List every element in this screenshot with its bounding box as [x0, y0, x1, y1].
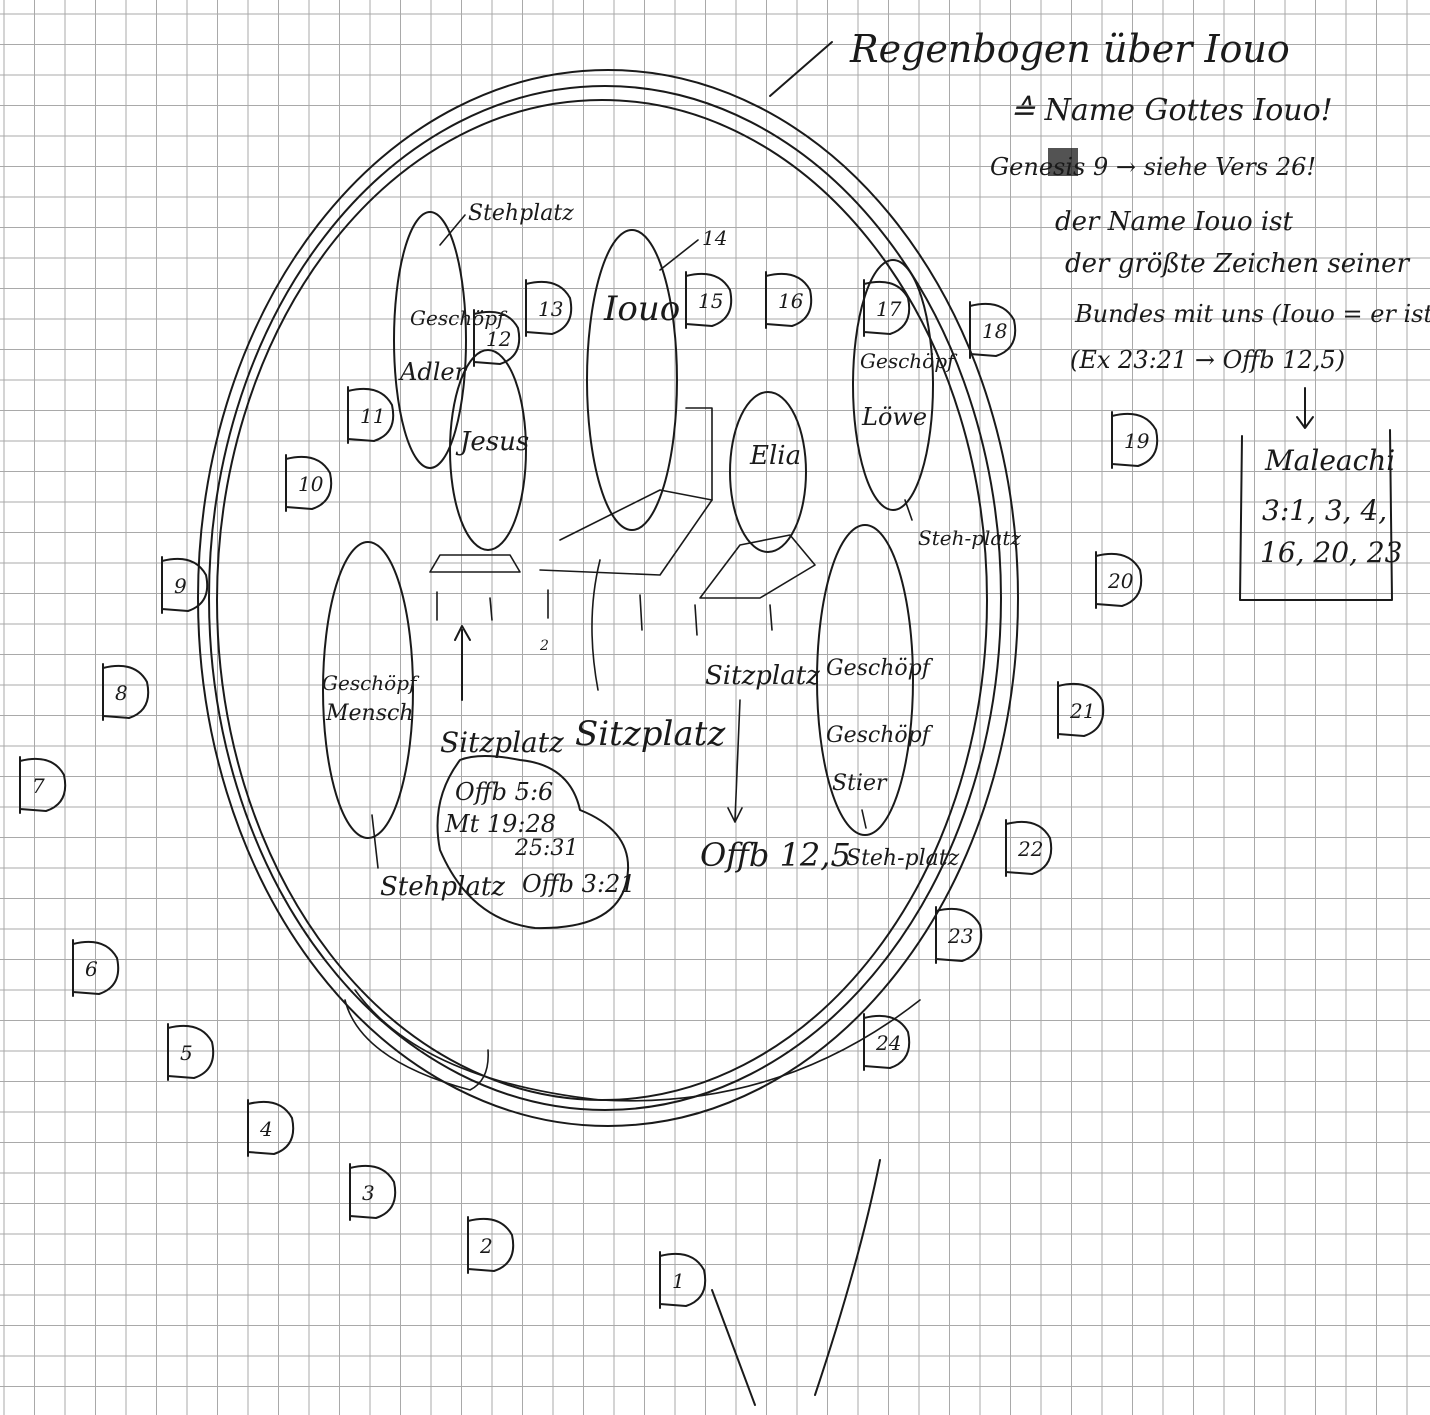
note-exodus-ref: (Ex 23:21 → Offb 12,5)	[1070, 346, 1345, 374]
adler-stehplatz: Stehplatz	[468, 201, 574, 226]
adler-creature-oval	[394, 212, 466, 468]
seat-7: 7	[20, 757, 65, 813]
seat-23: 23	[936, 907, 981, 963]
scribble-mark	[1048, 148, 1078, 176]
mensch-stehplatz-pointer	[372, 815, 378, 868]
tick-label-2: 2	[539, 638, 549, 654]
seat-number-2: 2	[479, 1234, 493, 1258]
seat-5: 5	[168, 1024, 213, 1080]
seat-number-4: 4	[259, 1117, 273, 1141]
bottom-stroke-left	[712, 1290, 755, 1405]
seat-21: 21	[1058, 682, 1103, 738]
sitzplatz-center-pointer	[592, 560, 600, 690]
seat-number-15: 15	[698, 289, 723, 313]
loewe-label: Löwe	[861, 403, 927, 431]
note-name-is: der Name Iouo ist	[1055, 207, 1294, 237]
bubble-offb-3-21: Offb 3:21	[522, 870, 636, 898]
seat-number-24: 24	[875, 1031, 901, 1055]
offb-12-5: Offb 12,5	[700, 836, 851, 874]
seat-number-10: 10	[298, 472, 324, 496]
seat-9: 9	[162, 557, 207, 613]
seat-19: 19	[1112, 412, 1157, 468]
seat-number-21: 21	[1069, 699, 1095, 723]
stier-geschoepf-1: Geschöpf	[826, 656, 934, 681]
bubble-offb-5-6: Offb 5:6	[455, 778, 553, 806]
malachi-verses-1: 3:1, 3, 4,	[1262, 494, 1387, 527]
seat-number-11: 11	[360, 404, 385, 428]
seat-number-1: 1	[672, 1269, 685, 1293]
sitzplatz-right: Sitzplatz	[705, 661, 820, 691]
seat-3: 3	[350, 1164, 395, 1220]
stier-geschoepf-2: Geschöpf	[826, 723, 934, 748]
iouo-pointer	[660, 240, 698, 270]
stier-stehplatz: Steh-platz	[846, 846, 960, 871]
note-name-of-god: ≙ Name Gottes Iouo!	[1010, 93, 1333, 128]
seat-number-19: 19	[1124, 429, 1150, 453]
iouo-label: Iouo	[603, 289, 680, 329]
malachi-verses-2: 16, 20, 23	[1260, 536, 1403, 569]
stier-stehplatz-pointer	[862, 810, 866, 828]
seat-20: 20	[1096, 552, 1141, 608]
malachi-box: Maleachi 3:1, 3, 4, 16, 20, 23	[1240, 430, 1403, 600]
seat-number-16: 16	[778, 289, 804, 313]
sitzplatz-left: Sitzplatz	[440, 726, 564, 759]
rainbow-rings	[198, 70, 1018, 1126]
bubble-25-31: 25:31	[514, 836, 578, 861]
note-rainbow-title: Regenbogen über Iouo	[849, 27, 1290, 71]
elia-label: Elia	[749, 441, 801, 471]
rainbow-overlap-stroke	[355, 990, 920, 1101]
seat-24: 24	[864, 1014, 909, 1070]
seat-number-5: 5	[180, 1041, 193, 1065]
bottom-stroke-right	[815, 1160, 880, 1395]
rainbow-outer-ring	[198, 70, 1018, 1126]
seat-16: 16	[766, 272, 811, 328]
seat-number-9: 9	[174, 574, 187, 598]
seat-number-20: 20	[1107, 569, 1134, 593]
seat-number-22: 22	[1017, 837, 1043, 861]
seat-legs	[437, 590, 772, 635]
pointer-line-to-rainbow	[770, 42, 832, 96]
mensch-stehplatz: Stehplatz	[380, 872, 505, 902]
loewe-stehplatz-pointer	[905, 500, 912, 520]
stier-label: Stier	[832, 771, 888, 796]
seat-number-8: 8	[115, 681, 128, 705]
seat-number-18: 18	[982, 319, 1007, 343]
seat-number-23: 23	[947, 924, 973, 948]
iouo-number: 14	[702, 226, 727, 250]
rainbow-middle-ring	[209, 86, 1001, 1110]
loewe-geschoepf: Geschöpf	[860, 349, 958, 373]
seat-number-17: 17	[876, 297, 902, 321]
seat-1: 1	[660, 1252, 705, 1308]
seat-number-6: 6	[85, 957, 98, 981]
down-arrow	[1297, 388, 1313, 428]
sitzplatz-right-pointer	[728, 700, 742, 822]
sitzplatz-left-pointer	[455, 626, 470, 700]
malachi-title: Maleachi	[1264, 444, 1395, 477]
mensch-geschoepf: Geschöpf	[322, 671, 420, 695]
center-seat-back	[686, 408, 712, 500]
seat-11: 11	[348, 387, 393, 443]
seat-number-12: 12	[486, 327, 511, 351]
seat-4: 4	[248, 1100, 293, 1156]
jesus-label: Jesus	[455, 427, 529, 457]
seat-number-3: 3	[362, 1181, 375, 1205]
sitzplatz-center: Sitzplatz	[575, 714, 726, 754]
seat-15: 15	[686, 272, 731, 328]
seat-number-7: 7	[32, 774, 45, 798]
note-greatest-sign: der größte Zeichen seiner	[1065, 249, 1411, 279]
mensch-label: Mensch	[325, 701, 414, 726]
bubble-mt-19-28: Mt 19:28	[444, 810, 556, 838]
elia-seat-platform	[700, 535, 815, 598]
note-genesis: Genesis 9 → siehe Vers 26!	[990, 153, 1316, 181]
adler-label: Adler	[398, 358, 468, 386]
loewe-stehplatz: Steh-platz	[918, 526, 1021, 550]
note-covenant: Bundes mit uns (Iouo = er ist (da))	[1074, 300, 1430, 328]
seat-number-13: 13	[538, 297, 563, 321]
